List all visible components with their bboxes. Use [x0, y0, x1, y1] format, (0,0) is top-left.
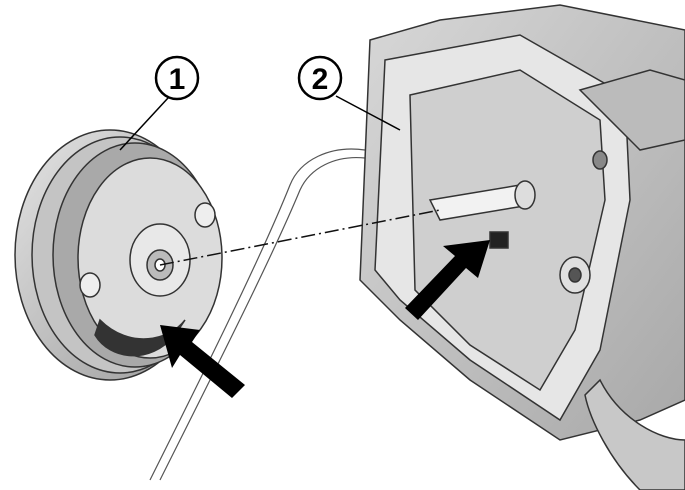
pulley-part-1	[14, 129, 223, 381]
callout-1: 1	[154, 55, 200, 101]
cable	[149, 148, 366, 481]
callout-1-label: 1	[169, 63, 186, 96]
leader-line-1	[119, 97, 169, 151]
housing-part-2	[359, 4, 685, 490]
arrow-icon	[405, 240, 490, 320]
arrow-icon	[160, 325, 245, 398]
leader-line-2	[335, 95, 401, 131]
callout-2: 2	[297, 55, 343, 101]
callout-2-label: 2	[312, 63, 329, 96]
